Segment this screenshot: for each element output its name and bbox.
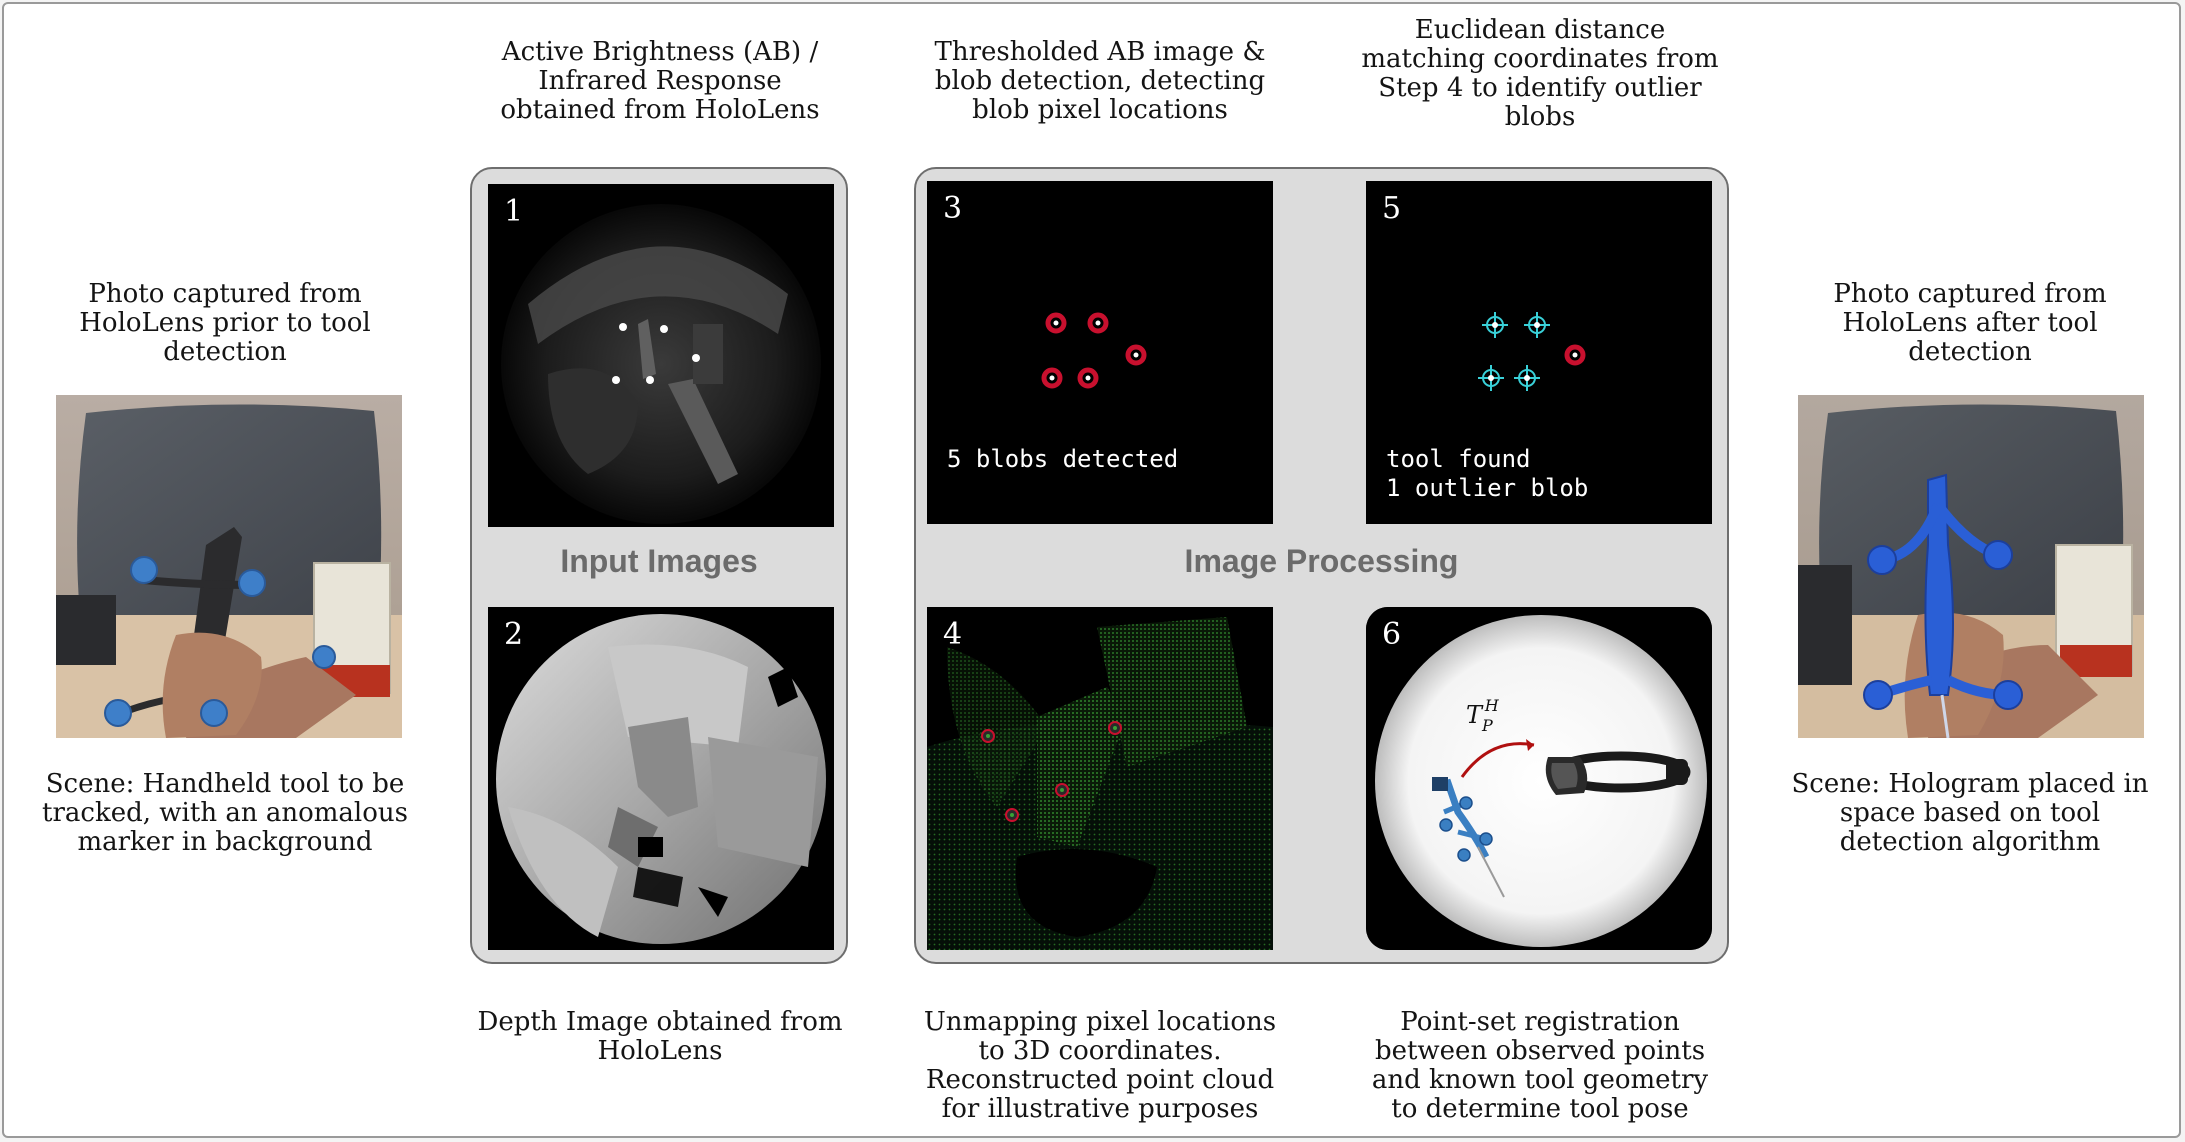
outlier-count-label: 1 outlier blob — [1386, 474, 1589, 502]
tile-point-cloud: 4 — [927, 607, 1273, 950]
image-processing-title: Image Processing — [1184, 543, 1459, 579]
tile-2-number: 2 — [504, 617, 524, 652]
transform-sup: H — [1484, 696, 1499, 715]
caption-step-4: Unmapping pixel locations to 3D coordina… — [923, 1007, 1277, 1124]
tile-3-number: 3 — [943, 191, 963, 226]
tile-6-number: 6 — [1382, 617, 1402, 652]
caption-step-5: Euclidean distance matching coordinates … — [1361, 15, 1719, 132]
transform-main: T — [1466, 701, 1483, 729]
input-images-title: Input Images — [560, 543, 758, 579]
tile-registration: 6 TPH — [1366, 607, 1712, 950]
tile-blob-detection: 3 5 blobs detected — [927, 181, 1273, 524]
tile-4-number: 4 — [943, 617, 963, 652]
caption-left-top: Photo captured from HoloLens prior to to… — [79, 279, 371, 367]
tile-outlier-identification: 5 tool found 1 outlier blob — [1366, 181, 1712, 524]
tool-found-label: tool found — [1386, 445, 1531, 473]
photo-before-detection — [56, 395, 402, 738]
caption-right-bottom: Scene: Hologram placed in space based on… — [1791, 769, 2149, 857]
blob-count-label: 5 blobs detected — [947, 445, 1179, 473]
tile-5-number: 5 — [1382, 191, 1402, 226]
tile-ab-image: 1 — [488, 184, 834, 527]
photo-after-detection — [1798, 395, 2144, 738]
caption-left-bottom: Scene: Handheld tool to be tracked, with… — [42, 769, 408, 857]
caption-step-3: Thresholded AB image & blob detection, d… — [934, 37, 1266, 125]
caption-step-2: Depth Image obtained from HoloLens — [477, 1007, 843, 1066]
caption-right-top: Photo captured from HoloLens after tool … — [1833, 279, 2107, 367]
tile-depth-image: 2 — [488, 607, 834, 950]
transform-sub: P — [1482, 716, 1493, 735]
transform-label: TPH — [1466, 696, 1507, 735]
caption-step-6: Point-set registration between observed … — [1371, 1007, 1709, 1124]
caption-step-1: Active Brightness (AB) / Infrared Respon… — [500, 37, 820, 125]
tile-1-number: 1 — [504, 194, 524, 229]
